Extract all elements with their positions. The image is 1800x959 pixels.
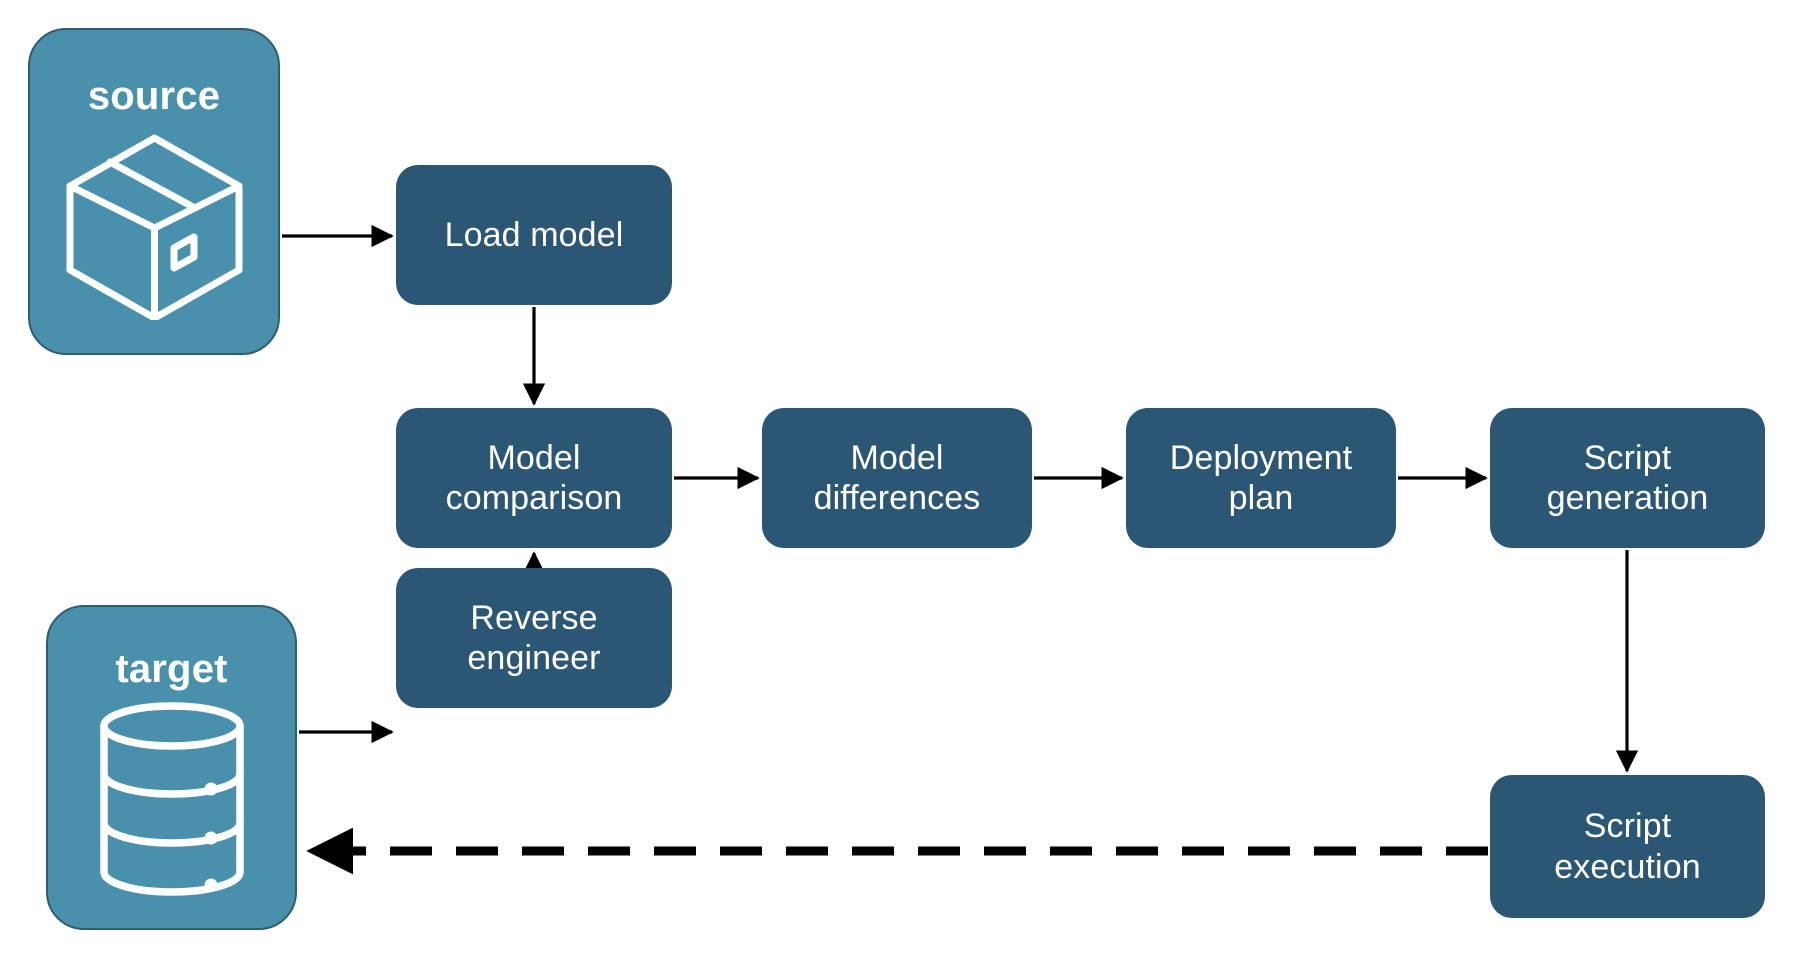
process-label-model-comparison: Model comparison	[445, 438, 623, 517]
endpoint-card-source[interactable]: source	[28, 28, 280, 355]
database-cylinder-icon	[98, 701, 246, 902]
process-node-deployment-plan[interactable]: Deployment plan	[1126, 408, 1396, 548]
endpoint-card-target[interactable]: target	[46, 605, 297, 930]
target-label: target	[115, 647, 228, 691]
process-label-reverse-engineer: Reverse engineer	[467, 598, 601, 677]
process-label-script-generation: Script generation	[1546, 438, 1709, 517]
process-node-reverse-engineer[interactable]: Reverse engineer	[396, 568, 672, 708]
process-node-model-differences[interactable]: Model differences	[762, 408, 1032, 548]
process-label-model-differences: Model differences	[813, 438, 981, 517]
process-node-load-model[interactable]: Load model	[396, 165, 672, 305]
process-label-script-execution: Script execution	[1554, 807, 1701, 886]
package-box-icon	[62, 130, 247, 325]
process-node-script-execution[interactable]: Script execution	[1490, 775, 1765, 918]
process-label-deployment-plan: Deployment plan	[1169, 438, 1353, 517]
process-node-model-comparison[interactable]: Model comparison	[396, 408, 672, 548]
process-label-load-model: Load model	[444, 215, 624, 254]
process-node-script-generation[interactable]: Script generation	[1490, 408, 1765, 548]
source-label: source	[87, 74, 221, 118]
